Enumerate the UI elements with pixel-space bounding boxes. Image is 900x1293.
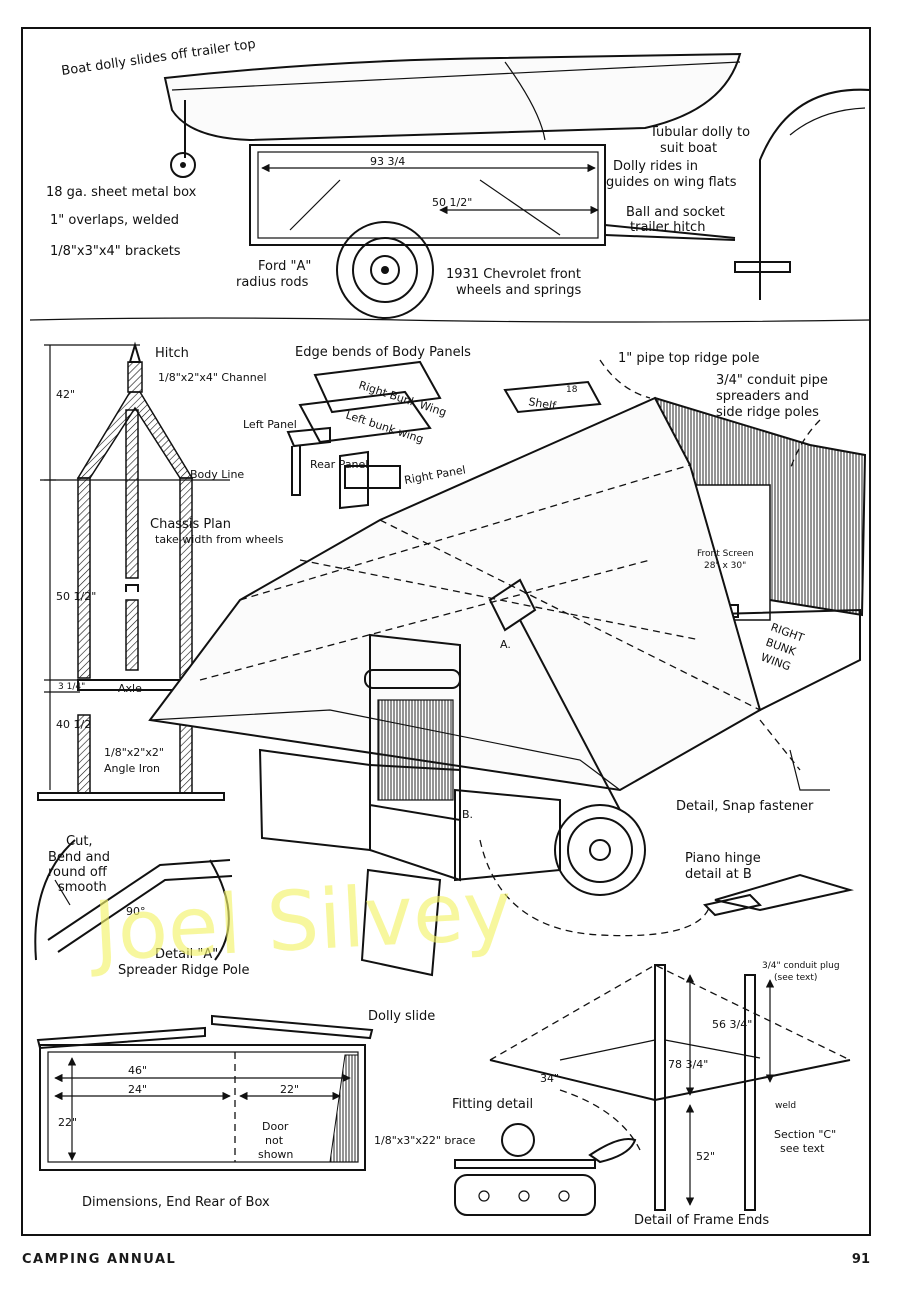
conduit-plug-label-1: 3/4" conduit plug [762,961,840,971]
piano-hinge-label-2: detail at B [685,867,752,882]
conduit-plug-label-2: (see text) [774,973,817,983]
dolly-slide-label: Dolly slide [368,1009,435,1024]
tubular-dolly-note-2: suit boat [660,141,717,156]
end-rear-title: Dimensions, End Rear of Box [82,1195,270,1210]
dim-50: 50 1/2" [56,590,96,603]
edge-bends-title: Edge bends of Body Panels [295,345,471,360]
chevrolet-note-2: wheels and springs [456,283,581,298]
rear-panel-label: Rear Panel [310,458,368,471]
conduit-label-1: 3/4" conduit pipe [716,373,828,388]
ford-rods-note-1: Ford "A" [258,259,311,274]
detail-a-cut-4: smooth [58,880,107,895]
front-screen-dim: 28" x 30" [704,561,746,571]
dim-3: 3 1/4" [58,682,85,692]
frame-ends-title: Detail of Frame Ends [634,1213,769,1228]
page-number: 91 [851,1252,870,1267]
dim-34: 34" [540,1072,559,1085]
ridge-pole-label: 1" pipe top ridge pole [618,351,759,366]
overlaps-note: 1" overlaps, welded [50,213,179,228]
trailer-side-view [29,52,871,323]
left-wing-label: Left bunk wing [344,408,425,445]
label-a: A. [500,638,511,651]
front-screen-label: Front Screen [697,549,754,559]
conduit-label-2: spreaders and [716,389,809,404]
publication-name: CAMPING ANNUAL [22,1252,177,1267]
axle-label: Axle [118,682,142,695]
detail-a-cut-2: Bend and [48,850,110,865]
dim-length: 93 3/4 [370,155,405,168]
watermark: Joel Silvey [86,863,514,980]
ball-socket-note-2: trailer hitch [630,220,705,235]
dim-22b: 22" [58,1116,77,1129]
dim-40: 40 1/2 [56,718,91,731]
label-b: B. [462,808,473,821]
shelf-label: Shelf [527,395,558,413]
detail-a-title-2: Spreader Ridge Pole [118,963,249,978]
ford-rods-note-2: radius rods [236,275,309,290]
door-label-2: not [265,1134,284,1147]
ball-socket-note-1: Ball and socket [626,205,725,220]
chevrolet-note-1: 1931 Chevrolet front [446,267,581,282]
shelf-dim: 18 [566,385,578,395]
dim-mid: 50 1/2" [432,196,472,209]
tent-trailer [148,359,867,977]
end-rear-box [36,1014,374,1171]
edge-bends [286,360,602,510]
angle-iron-label-1: 1/8"x2"x2" [104,746,164,759]
left-panel-label: Left Panel [243,418,297,431]
detail-a-angle: 90° [126,905,146,918]
hitch-label: Hitch [155,346,189,361]
sheet-metal-box-note: 18 ga. sheet metal box [46,185,197,200]
detail-a-title-1: Detail "A" [155,947,218,962]
brackets-note: 1/8"x3"x4" brackets [50,244,181,259]
page-border [21,27,871,1236]
right-panel-label: Right Panel [403,463,466,487]
dim-24: 24" [128,1083,147,1096]
chassis-plan-subtitle: take width from wheels [155,533,284,546]
section-c-label-1: Section "C" [774,1128,836,1141]
angle-iron-label-2: Angle Iron [104,762,160,775]
fitting-detail-label: Fitting detail [452,1097,533,1112]
dim-52: 52" [696,1150,715,1163]
dim-56: 56 3/4" [712,1018,752,1031]
body-line-label: Body Line [190,468,244,481]
chassis-plan [37,341,230,801]
detail-a-cut-1: Cut, [66,834,93,849]
snap-fastener-label: Detail, Snap fastener [676,799,814,814]
detail-a-cut-3: round off [48,865,108,880]
piano-hinge-label-1: Piano hinge [685,851,761,866]
dim-46: 46" [128,1064,147,1077]
frame-ends [454,964,851,1216]
detail-a [34,839,233,961]
weld-label: weld [775,1101,796,1111]
dim-78: 78 3/4" [668,1058,708,1071]
conduit-label-3: side ridge poles [716,405,819,420]
door-label-3: shown [258,1148,293,1161]
door-label-1: Door [262,1120,289,1133]
channel-label: 1/8"x2"x4" Channel [158,371,267,384]
dim-22a: 22" [280,1083,299,1096]
dolly-rides-note-1: Dolly rides in [613,159,698,174]
dim-42: 42" [56,388,75,401]
section-c-label-2: see text [780,1142,825,1155]
chassis-plan-title: Chassis Plan [150,517,231,532]
tubular-dolly-note-1: Tubular dolly to [649,125,750,140]
brace-label: 1/8"x3"x22" brace [374,1134,476,1147]
dolly-rides-note-2: guides on wing flats [606,175,737,190]
